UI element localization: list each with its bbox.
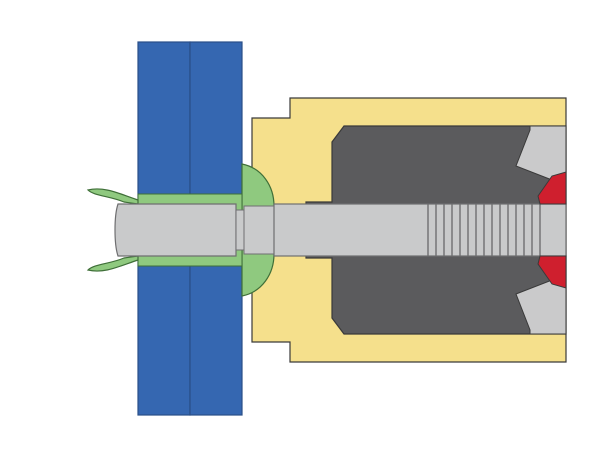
- gripping-jaw-bottom: [537, 255, 567, 289]
- gripping-jaw-top: [537, 171, 567, 205]
- mandrel-head: [114, 203, 237, 257]
- mandrel: [114, 203, 567, 257]
- mandrel-break-neck: [235, 209, 245, 251]
- mandrel-stem: [273, 203, 567, 257]
- gripping-jaws: [537, 171, 567, 289]
- mandrel-neck-collar: [243, 205, 275, 255]
- jaw-guides: [515, 125, 567, 335]
- rivet-leg-top: [86, 188, 139, 205]
- rivet-leg-bottom: [86, 255, 139, 272]
- mandrel-serrations: [427, 204, 541, 256]
